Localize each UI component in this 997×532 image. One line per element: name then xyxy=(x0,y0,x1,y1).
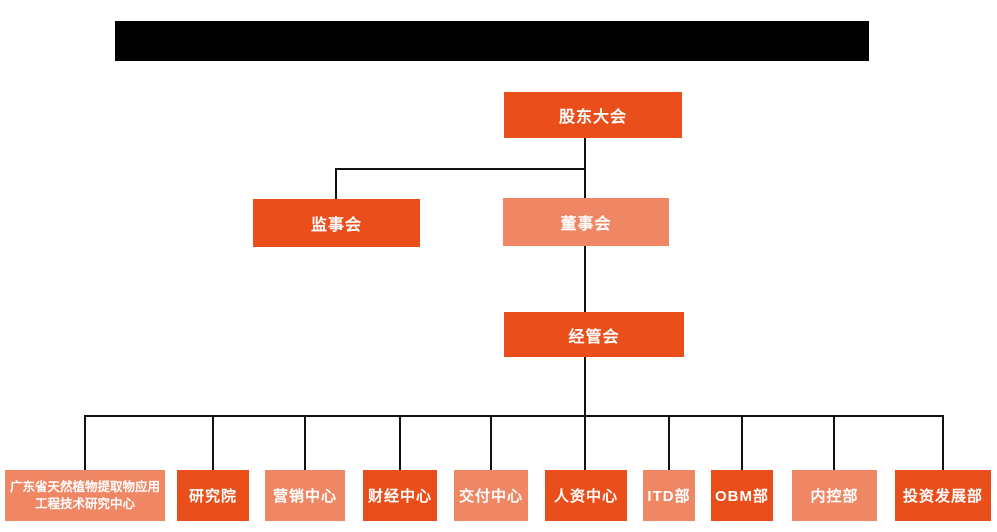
org-node-delivery-center: 交付中心 xyxy=(454,470,528,521)
connector-to-supervisory xyxy=(335,168,337,200)
connector-drop-7 xyxy=(668,415,670,470)
connector-drop-6 xyxy=(584,415,586,470)
org-node-itd-department: ITD部 xyxy=(643,470,695,521)
connector-drop-4 xyxy=(399,415,401,470)
connector-branch-horizontal xyxy=(335,168,586,170)
redacted-title-bar xyxy=(115,21,869,61)
connector-drop-2 xyxy=(212,415,214,470)
connector-directors-to-mgmt xyxy=(584,246,586,312)
org-node-research-institute: 研究院 xyxy=(177,470,249,521)
connector-drop-5 xyxy=(490,415,492,470)
connector-drop-10 xyxy=(942,415,944,470)
org-node-marketing-center: 营销中心 xyxy=(265,470,345,521)
connector-drop-3 xyxy=(304,415,306,470)
org-node-finance-center: 财经中心 xyxy=(363,470,437,521)
org-node-board-of-directors: 董事会 xyxy=(503,198,669,246)
org-node-investment-development-department: 投资发展部 xyxy=(895,470,991,521)
connector-bus-horizontal xyxy=(84,415,944,417)
connector-drop-9 xyxy=(833,415,835,470)
org-node-internal-control-department: 内控部 xyxy=(792,470,877,521)
org-node-supervisory-board: 监事会 xyxy=(253,199,420,247)
org-node-obm-department: OBM部 xyxy=(711,470,773,521)
connector-drop-1 xyxy=(84,415,86,470)
org-node-gd-plant-extract-research-center: 广东省天然植物提取物应用工程技术研究中心 xyxy=(5,470,165,521)
org-node-hr-center: 人资中心 xyxy=(545,470,627,521)
connector-mgmt-to-bus xyxy=(584,357,586,416)
org-node-shareholders-meeting: 股东大会 xyxy=(504,92,682,138)
org-node-management-committee: 经管会 xyxy=(504,312,684,357)
connector-drop-8 xyxy=(741,415,743,470)
